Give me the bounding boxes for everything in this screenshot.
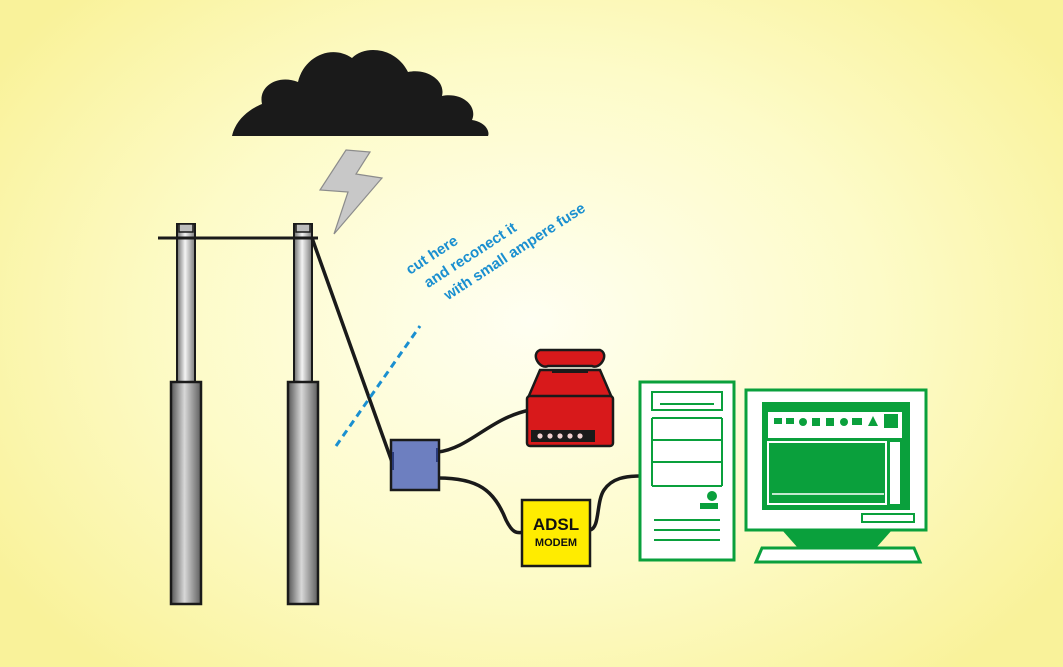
modem-label-line1: ADSL bbox=[533, 515, 579, 534]
lightning-icon bbox=[318, 149, 384, 235]
line-splitter bbox=[389, 438, 441, 492]
utility-pole-right bbox=[286, 223, 320, 606]
cloud-icon bbox=[232, 49, 489, 136]
modem-to-computer-cable bbox=[589, 474, 641, 532]
adsl-modem: ADSL MODEM bbox=[520, 498, 592, 568]
drop-wire bbox=[310, 237, 394, 463]
cut-line bbox=[334, 325, 422, 447]
telephone-icon bbox=[525, 348, 615, 448]
cut-annotation: cut here and reconect it with small ampe… bbox=[403, 200, 589, 305]
splitter-to-modem-cable bbox=[437, 476, 525, 535]
modem-label-line2: MODEM bbox=[535, 537, 577, 549]
splitter-to-phone-cable bbox=[437, 408, 531, 454]
computer-tower-icon bbox=[638, 380, 736, 562]
monitor-icon bbox=[744, 388, 928, 564]
utility-pole-left bbox=[169, 223, 203, 606]
